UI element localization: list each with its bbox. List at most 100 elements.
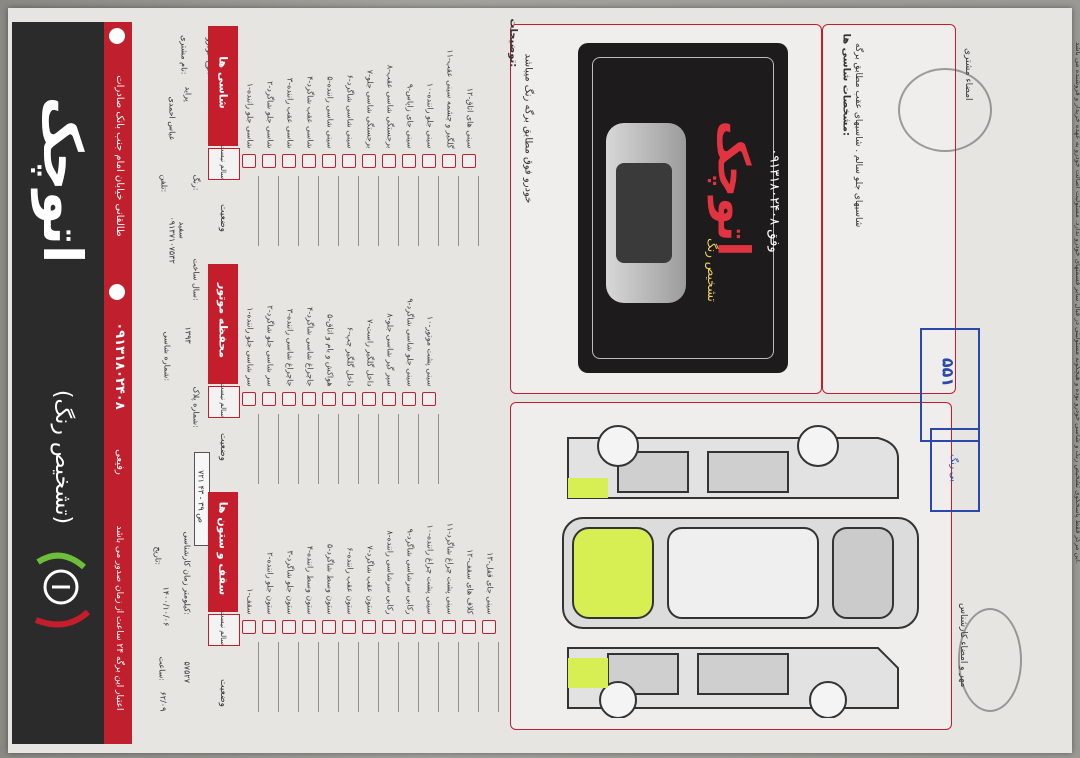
roof-checkbox[interactable] xyxy=(422,620,436,634)
roof-item-label: ۴-ستون وسط راننده xyxy=(305,545,315,615)
notes-line1: خودرو فوق مطابق برگه رنگ میباشد xyxy=(522,53,534,204)
roof-item-label: ۱۱-سینی پشت چراغ شاگرد xyxy=(445,522,455,615)
chassis-checkbox[interactable] xyxy=(462,154,476,168)
chassis-notes-line1: شاسیهای جلو سالم . شاسیهای عقب مطابق برگ… xyxy=(853,43,863,228)
customer-label: نام مشتری: xyxy=(179,35,189,75)
roof-checkbox[interactable] xyxy=(482,620,496,634)
roof-checkbox[interactable] xyxy=(442,620,456,634)
roof-item-label: ۱۰-سینی پشت چراغ راننده xyxy=(425,524,435,615)
engine-item-label: ۷-داخل گلگیر راست xyxy=(365,319,375,387)
chassis-checkbox[interactable] xyxy=(422,154,436,168)
chassis-item-label: ۲-شاسی جلو شاگرد xyxy=(265,81,275,149)
chassis-checkbox[interactable] xyxy=(442,154,456,168)
roof-row-line xyxy=(438,642,439,712)
chassis-row-line xyxy=(378,176,379,246)
roof-item-label: ۲-ستون جلو راننده xyxy=(265,552,275,615)
engine-item-label: ۶-داخل گلگیر چپ xyxy=(345,326,355,387)
roof-checkbox[interactable] xyxy=(282,620,296,634)
chassis-header xyxy=(208,26,238,146)
chassis-row-line xyxy=(258,176,259,246)
roof-item-label: ۱۳-سینی جای قفل xyxy=(485,552,495,615)
chassis-checkbox[interactable] xyxy=(362,154,376,168)
engine-item-label: ۵-هواکش و بام و اتاق xyxy=(325,314,335,387)
validity-note: اعتبار این برگه ۲۴ ساعت از زمان صدور می … xyxy=(114,525,124,711)
roof-checkbox[interactable] xyxy=(342,620,356,634)
notes-title: توضیحات: xyxy=(507,18,519,68)
engine-checkbox[interactable] xyxy=(282,392,296,406)
color-label: رنگ: xyxy=(191,174,201,191)
roof-checkbox[interactable] xyxy=(382,620,396,634)
year-label: سال ساخت: xyxy=(191,258,201,301)
chassis-checkbox[interactable] xyxy=(382,154,396,168)
roof-item-label: ۳-ستون جلو شاگرد xyxy=(285,550,295,615)
engine-checkbox[interactable] xyxy=(382,392,396,406)
chassis-checkbox[interactable] xyxy=(262,154,276,168)
mileage-label: کیلومتر زمان کارشناسی: xyxy=(182,531,192,615)
roof-checkbox[interactable] xyxy=(462,620,476,634)
chassis-checkbox[interactable] xyxy=(342,154,356,168)
chassis-title: شاسی ها xyxy=(216,56,230,109)
blue-stamp xyxy=(920,328,980,442)
engine-checkbox[interactable] xyxy=(242,392,256,406)
engine-checkbox[interactable] xyxy=(422,392,436,406)
chassis-item-label: ۵-سینی شاسی راننده xyxy=(325,76,335,149)
chassis-row-line xyxy=(438,176,439,246)
engine-checkbox[interactable] xyxy=(402,392,416,406)
engine-checkbox[interactable] xyxy=(342,392,356,406)
engine-check-col xyxy=(208,386,240,418)
engine-item-label: ۸-سپر گیر شاسی جلو xyxy=(385,313,395,387)
time-label: ساعت: xyxy=(157,656,167,681)
engine-checkbox[interactable] xyxy=(362,392,376,406)
location-icon xyxy=(109,28,125,44)
phone-label: تلفن: xyxy=(159,174,169,193)
engine-checkbox[interactable] xyxy=(262,392,276,406)
phone-icon xyxy=(109,284,125,300)
promo-card: اتوچک تشخیص رنگ ۰۹۱۳۱۸۰۲۴۰۸ وفق xyxy=(578,43,788,373)
chassis-checkbox[interactable] xyxy=(282,154,296,168)
brand-band: اتوچک (تشخیص رنگ) xyxy=(12,22,108,744)
brand-title: اتوچک xyxy=(31,96,94,264)
engine-title: محفظه موتور xyxy=(216,283,230,358)
chassis-label: شماره شاسی: xyxy=(162,331,172,382)
roof-checkbox[interactable] xyxy=(242,620,256,634)
chassis-item-label: ۱۱-گلگیر و چشمه سینی عقب xyxy=(445,49,455,149)
engine-item-label: ۱-سر شاسی جلو راننده xyxy=(245,307,255,387)
engine-row-line xyxy=(438,414,439,484)
phone-value: ۰۹۱۳۷۱۰۷۵۳۲ xyxy=(167,216,177,264)
roof-checkbox[interactable] xyxy=(322,620,336,634)
chassis-checkbox[interactable] xyxy=(302,154,316,168)
roof-item-label: ۵-ستون وسط شاگرد xyxy=(325,544,335,615)
engine-header xyxy=(208,264,238,384)
plate-value: ۷۲۱ ص ۳۹ - ۴۳ xyxy=(196,470,206,523)
chassis-item-label: ۴-شاسی عقب شاگرد xyxy=(305,76,315,149)
roof-title: سقف و ستون ها xyxy=(216,501,230,596)
vehicle-type-value: پراید xyxy=(183,86,193,102)
roof-checkbox[interactable] xyxy=(402,620,416,634)
mileage-value: ۵۷۵۲۷ xyxy=(182,661,192,683)
roof-header xyxy=(208,492,238,612)
engine-item-label: ۹-سینی جلو شاسی شاگرد xyxy=(405,298,415,387)
chassis-item-label: ۱۰-سینی جلو راننده xyxy=(425,82,435,149)
engine-row-line xyxy=(378,414,379,484)
roof-checkbox[interactable] xyxy=(362,620,376,634)
disclaimer-text: این مرکز فقط پاسخگوی تشخیص رنگ و شاسی خو… xyxy=(1074,42,1080,565)
chassis-item-label: ۷-برجستگی شاسی جلو xyxy=(365,69,375,149)
roof-row-line xyxy=(478,642,479,712)
chassis-checkbox[interactable] xyxy=(322,154,336,168)
chassis-item-label: ۳-شاسی عقب راننده xyxy=(285,77,295,149)
roof-row-line xyxy=(458,642,459,712)
roof-item-label: ۹-رکابی سرشاسی شاگرد xyxy=(405,528,415,615)
roof-checkbox[interactable] xyxy=(262,620,276,634)
engine-checkbox[interactable] xyxy=(302,392,316,406)
roof-row-line xyxy=(358,642,359,712)
engine-item-label: ۲-سر شاسی جلو شاگرد xyxy=(265,305,275,387)
roof-status-label: وضعیت xyxy=(218,679,228,707)
date-value: ۱۴۰۰/۱۰/۰۶ xyxy=(161,586,171,627)
roof-checkbox[interactable] xyxy=(302,620,316,634)
chassis-checkbox[interactable] xyxy=(402,154,416,168)
car-diagram xyxy=(548,418,938,719)
chassis-item-label: ۱-شاسی جلو راننده xyxy=(245,82,255,149)
roof-row-line xyxy=(418,642,419,712)
engine-checkbox[interactable] xyxy=(322,392,336,406)
chassis-checkbox[interactable] xyxy=(242,154,256,168)
